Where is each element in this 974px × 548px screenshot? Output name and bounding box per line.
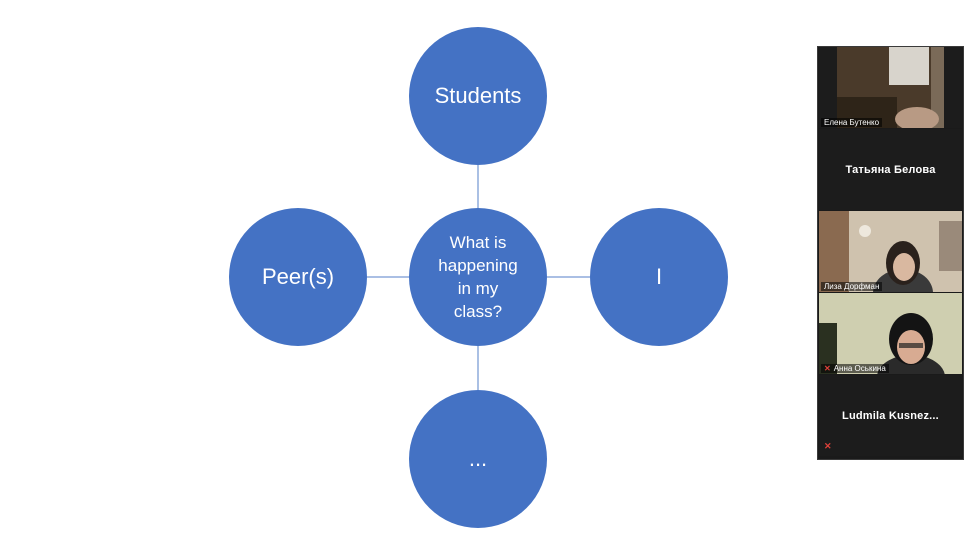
label-center: What is happening in my class? bbox=[423, 208, 533, 346]
diagram-canvas bbox=[229, 27, 728, 528]
participant-name: Ludmila Kusnez... bbox=[842, 409, 939, 422]
presentation-slide: Students What is happening in my class? … bbox=[229, 27, 728, 528]
participant-name: ✕ Анна Оськина bbox=[821, 364, 889, 373]
mic-off-icon: ✕ bbox=[824, 441, 832, 451]
circle-i bbox=[590, 208, 728, 346]
video-feed bbox=[819, 211, 962, 292]
center-line-2: happening bbox=[438, 256, 518, 275]
circle-center bbox=[409, 208, 547, 346]
center-line-1: What is bbox=[449, 233, 507, 252]
label-ellipsis: ... bbox=[468, 446, 488, 471]
mic-off-icon: ✕ bbox=[824, 364, 831, 373]
circle-peers bbox=[229, 208, 367, 346]
participant-name: Лиза Дорфман bbox=[821, 282, 883, 291]
video-feed bbox=[819, 47, 962, 128]
participant-gallery[interactable]: Елена Бутенко Татьяна Белова Лиза Дорфма… bbox=[817, 46, 964, 460]
participant-name: Татьяна Белова bbox=[845, 163, 936, 176]
circle-ellipsis bbox=[409, 390, 547, 528]
participant-name: Елена Бутенко bbox=[821, 118, 883, 127]
participant-tile[interactable]: Лиза Дорфман bbox=[819, 211, 962, 292]
video-feed bbox=[819, 293, 962, 374]
label-peers: Peer(s) bbox=[261, 264, 335, 289]
center-line-3: in my bbox=[457, 279, 499, 298]
participant-tile[interactable]: ✕ Анна Оськина bbox=[819, 293, 962, 374]
label-students: Students bbox=[434, 83, 522, 108]
participant-tile[interactable]: Елена Бутенко bbox=[819, 47, 962, 128]
label-i: I bbox=[655, 264, 663, 289]
center-line-4: class? bbox=[453, 302, 503, 321]
participant-name-text: Лиза Дорфман bbox=[824, 282, 880, 291]
participant-name-text: Анна Оськина bbox=[833, 364, 886, 373]
participant-tile[interactable]: Татьяна Белова bbox=[819, 129, 962, 210]
circle-students bbox=[409, 27, 547, 165]
participant-name-text: Елена Бутенко bbox=[824, 118, 880, 127]
participant-tile[interactable]: Ludmila Kusnez... ✕ bbox=[819, 375, 962, 456]
